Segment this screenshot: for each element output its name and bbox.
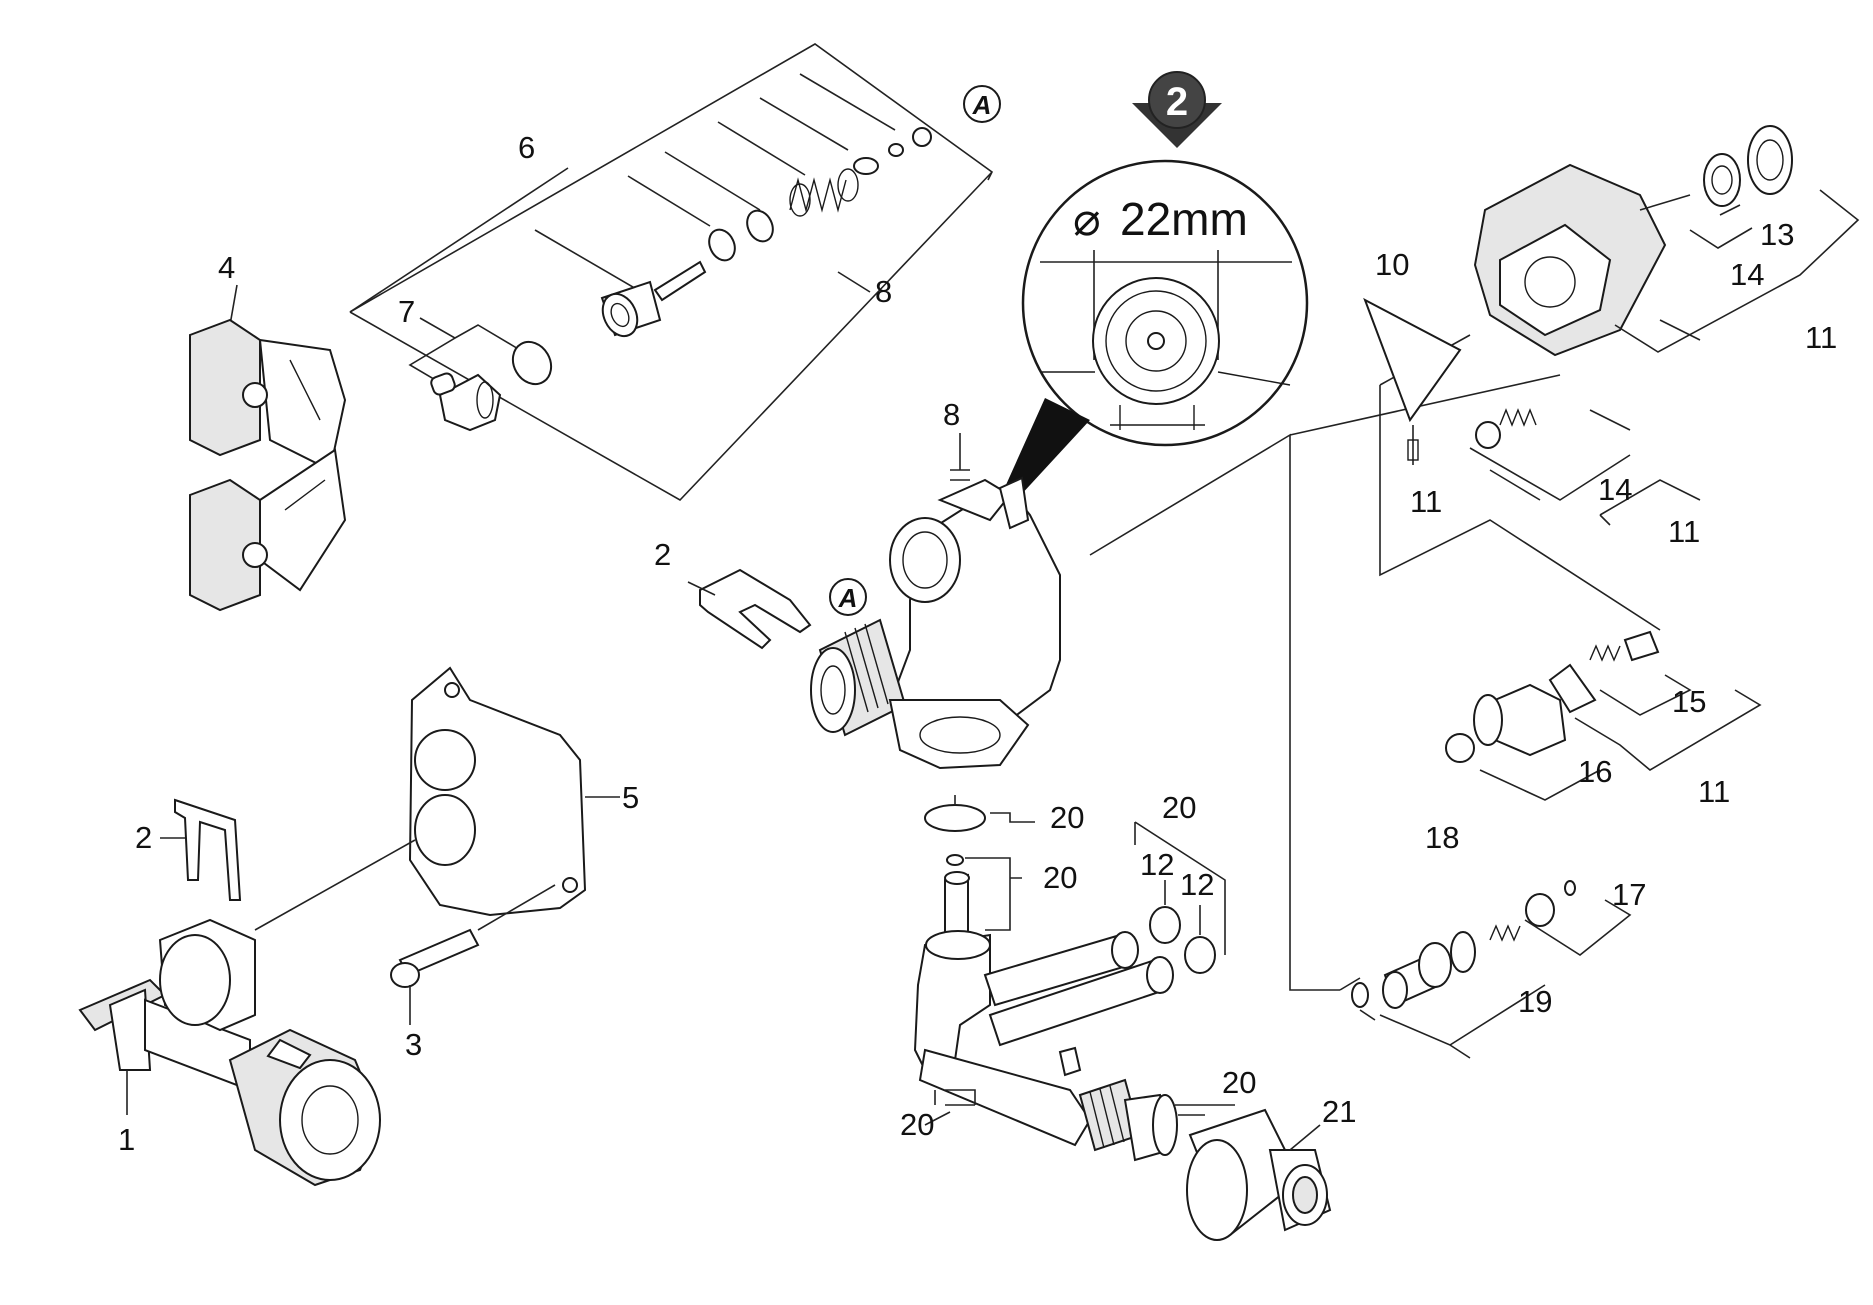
label-4: 4 [218, 250, 235, 285]
oring-12-a [1149, 906, 1181, 944]
label-7: 7 [398, 294, 415, 329]
valve-spring [789, 168, 859, 217]
label-5: 5 [622, 780, 639, 815]
detail-ring-mid [1105, 290, 1207, 392]
part-8-piston [600, 260, 707, 338]
label-11-c: 11 [1668, 514, 1700, 549]
label-1: 1 [118, 1122, 135, 1157]
leader-6-a [349, 167, 569, 313]
detail-ring-inner [1125, 310, 1187, 372]
label-12-a: 12 [1140, 847, 1174, 882]
part-7-oring [511, 340, 553, 386]
part-labels: 1 2 2 3 4 5 6 7 8 8 10 11 11 11 11 11 12… [118, 130, 1837, 1157]
washer-2 [888, 143, 904, 157]
leader-8-pump [950, 433, 970, 481]
label-8-pump: 8 [943, 397, 960, 432]
part-16-valve [1494, 683, 1567, 757]
seal-ring-1 [708, 228, 736, 262]
washer-1 [853, 157, 879, 175]
valve-kit-group: A [349, 43, 1001, 502]
label-14-b: 14 [1598, 472, 1632, 507]
leader-network [1089, 374, 1561, 991]
label-20-d: 20 [1222, 1065, 1256, 1100]
leader-fan-1 [534, 229, 639, 291]
detail-housing [1042, 371, 1291, 430]
label-21: 21 [1322, 1094, 1356, 1129]
marker-a-top [963, 85, 1001, 123]
label-6: 6 [518, 130, 535, 165]
label-13: 13 [1760, 217, 1794, 252]
marker-a-pump [829, 578, 867, 616]
marker-a-top-label: A [972, 90, 992, 120]
label-18: 18 [1425, 820, 1459, 855]
leader-fan-5 [759, 97, 849, 151]
label-14-a: 14 [1730, 257, 1764, 292]
part-2-clip-center [687, 568, 812, 650]
diameter-symbol: ⌀ [1073, 193, 1101, 245]
label-8-top: 8 [875, 274, 892, 309]
oring-12-b [1184, 936, 1216, 974]
part-2-clip-left [160, 798, 242, 901]
leader-5-to-1 [254, 839, 416, 931]
section-callout: 2 ⌀ 22mm [983, 71, 1309, 536]
label-20-e: 20 [900, 1107, 934, 1142]
leader-fan-6 [799, 73, 896, 131]
label-15: 15 [1672, 684, 1706, 719]
label-20-c: 20 [1162, 790, 1196, 825]
washer-3 [912, 127, 932, 147]
part-4-bracket [189, 284, 347, 612]
label-17: 17 [1612, 877, 1646, 912]
leader-6 [349, 43, 994, 502]
part-10-seal [1363, 297, 1462, 423]
leader-fan-4 [717, 121, 806, 176]
part-7-nozzle [430, 372, 502, 432]
part-5-housing [408, 666, 620, 917]
section-number: 2 [1166, 80, 1188, 124]
label-19: 19 [1518, 984, 1552, 1019]
label-2-left: 2 [135, 820, 152, 855]
label-2-center: 2 [654, 537, 671, 572]
label-20-a: 20 [1050, 800, 1084, 835]
part-1-coupling [78, 918, 382, 1187]
label-11-b: 11 [1410, 484, 1442, 519]
label-20-b: 20 [1043, 860, 1077, 895]
label-12-b: 12 [1180, 867, 1214, 902]
leader-fan-2 [627, 175, 711, 227]
seal-ring-2 [746, 209, 774, 243]
section-badge [1148, 71, 1206, 129]
dimension-value: 22mm [1120, 193, 1248, 245]
label-11-d: 11 [1698, 774, 1730, 809]
leader-fan-3 [664, 151, 761, 211]
leader-8-top [837, 271, 871, 293]
pump-head [810, 433, 1061, 770]
label-10: 10 [1375, 247, 1409, 282]
label-3: 3 [405, 1027, 422, 1062]
right-valve-group [1089, 125, 1860, 1059]
oring-20-top [924, 804, 986, 832]
label-16: 16 [1578, 754, 1612, 789]
detail-hole [1147, 332, 1165, 350]
pipe-assembly [913, 795, 1332, 1241]
marker-a-pump-label: A [838, 583, 858, 613]
part-3-screw [390, 884, 556, 1025]
label-11-a: 11 [1805, 320, 1837, 355]
